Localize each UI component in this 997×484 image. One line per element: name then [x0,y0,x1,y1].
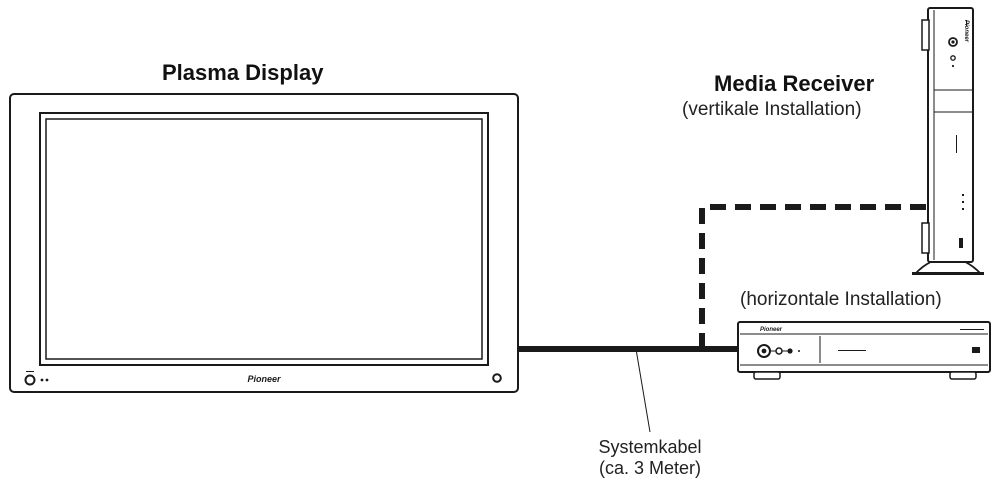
receiver-print-mark [962,201,964,203]
receiver-print-mark [838,350,866,351]
media-receiver-vertical: Pioneer [912,7,984,275]
cable-label-leader [635,348,651,433]
receiver-h-dot [798,350,800,352]
media-receiver-title: Media Receiver [714,71,875,96]
receiver-indicator-icon [951,64,955,68]
receiver-foot [949,371,977,380]
receiver-logo-mark [959,238,963,248]
receiver-vertical-body [927,7,974,263]
receiver-power-center [951,40,955,44]
plasma-display-title: Plasma Display [162,60,324,85]
receiver-foot [753,371,781,380]
receiver-stand-foot [912,272,984,275]
small-label-mark [26,371,34,372]
receiver-indicator-icon [950,55,956,61]
receiver-foot [921,19,930,51]
indicator-led-icon [45,378,49,382]
plasma-brand-logo: Pioneer [247,374,281,384]
power-button-icon [24,374,36,386]
receiver-horizontal-brand-logo: Pioneer [760,327,783,333]
receiver-print-mark [962,208,964,210]
media-receiver-horizontal: Pioneer [737,321,991,380]
cables [518,204,928,433]
plasma-display: Pioneer [9,93,519,393]
receiver-print-mark [962,194,964,196]
receiver-vertical-brand-logo: Pioneer [963,20,969,43]
control-button-icon [492,373,502,383]
receiver-print-mark [966,20,967,26]
horizontal-installation-note: (horizontale Installation) [740,289,942,310]
receiver-logo-mark [972,347,980,353]
receiver-h-power-center [761,348,767,354]
cable-label-length: (ca. 3 Meter) [598,458,702,478]
plasma-display-screen [45,118,483,360]
indicator-led-icon [40,378,44,382]
cable-label-name: Systemkabel [598,437,702,457]
plasma-display-inner-frame [39,112,489,366]
receiver-print-mark [956,135,957,153]
receiver-power-button-icon [948,37,958,47]
receiver-print-mark [960,329,984,330]
cable-label: Systemkabel (ca. 3 Meter) [596,437,704,479]
receiver-foot [921,222,930,254]
vertical-installation-note: (vertikale Installation) [682,99,862,120]
receiver-h-indicator-icon [787,348,793,354]
